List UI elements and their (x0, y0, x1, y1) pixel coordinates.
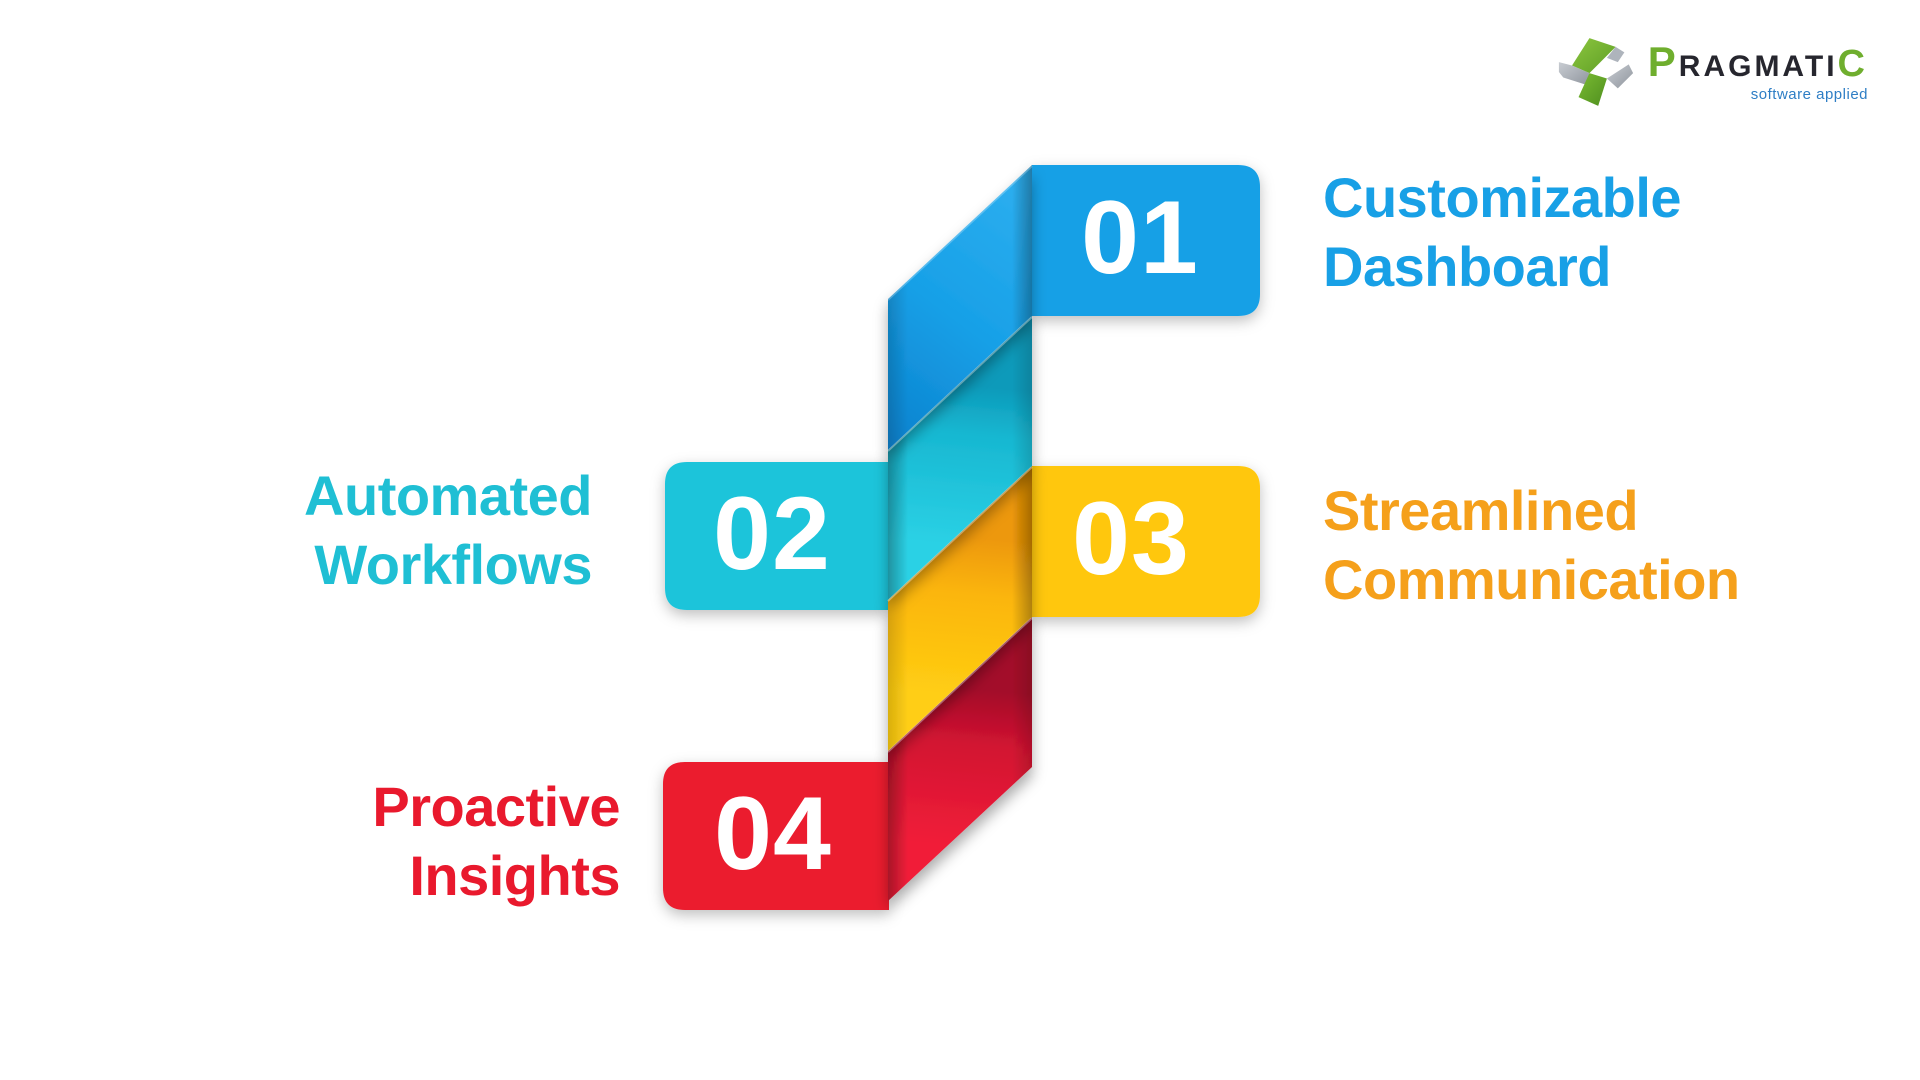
brand-letter-c: C (1837, 43, 1868, 85)
fold-shade (1012, 466, 1032, 636)
step-label-line: Streamlined (1323, 479, 1639, 542)
step-label-line: Insights (409, 844, 620, 907)
brand-letter-p: P (1647, 38, 1679, 85)
step-label-streamlined-communication: Streamlined Communication (1323, 476, 1740, 614)
pragmatic-logo-text: PRAGMATIC software applied (1647, 38, 1868, 104)
step-label-line: Workflows (314, 533, 592, 596)
step-label-line: Automated (304, 464, 592, 527)
pragmatic-logo-icon (1558, 38, 1633, 106)
pragmatic-logo: PRAGMATIC software applied (1556, 36, 1868, 108)
step-label-line: Dashboard (1323, 235, 1612, 298)
fold-shade (888, 581, 908, 751)
brand-tagline: software applied (1750, 86, 1868, 103)
fold-shade (888, 431, 908, 600)
step-label-line: Communication (1323, 548, 1740, 611)
fold-shade (888, 280, 908, 450)
step-number-02: 02 (713, 475, 831, 592)
ribbon-band-cyan (888, 316, 1032, 600)
fold-highlight (887, 617, 1033, 753)
step-label-automated-workflows: Automated Workflows (304, 461, 592, 599)
ribbon-band-blue (888, 165, 1032, 450)
step-label-line: Proactive (372, 775, 620, 838)
step-label-proactive-insights: Proactive Insights (372, 772, 620, 910)
brand-middle: RAGMATI (1678, 50, 1838, 83)
fold-shade (1012, 316, 1032, 485)
step-number-01: 01 (1081, 179, 1199, 296)
step-number-04: 04 (714, 775, 832, 892)
fold-highlight (887, 466, 1033, 602)
fold-shade (1012, 617, 1032, 786)
step-box-04 (663, 762, 889, 910)
step-box-01 (1032, 165, 1260, 316)
step-label-customizable-dashboard: Customizable Dashboard (1323, 163, 1682, 301)
step-number-03: 03 (1072, 480, 1190, 597)
fold-shade (888, 732, 908, 901)
step-box-03 (1032, 466, 1260, 617)
ribbon-band-red (888, 617, 1032, 901)
step-label-line: Customizable (1323, 166, 1682, 229)
fold-highlight (887, 165, 1033, 301)
step-box-02 (665, 462, 889, 610)
brand-wordmark: PRAGMATIC (1647, 38, 1868, 85)
ribbon-band-yellow (888, 466, 1032, 751)
fold-highlight (887, 316, 1033, 452)
fold-shade (1012, 165, 1032, 335)
